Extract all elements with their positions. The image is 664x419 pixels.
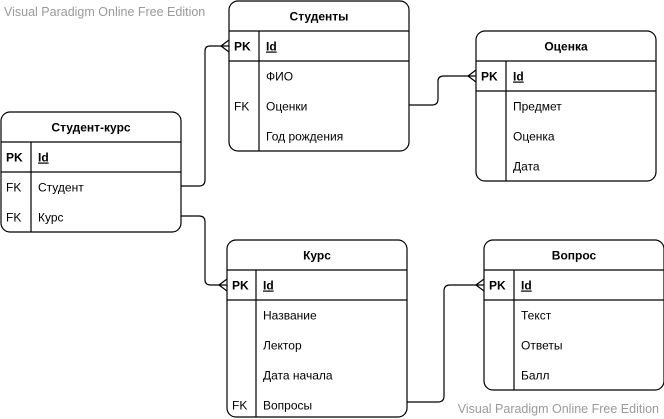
connector-student-course-to-course	[181, 215, 219, 286]
crows-foot-marker	[467, 69, 477, 83]
primary-key-label: PK	[481, 70, 498, 84]
field-name: Дата	[513, 160, 540, 174]
table-box	[228, 0, 410, 152]
table-box	[226, 239, 408, 418]
key-label: FK	[232, 399, 247, 413]
primary-key-label: PK	[6, 151, 23, 165]
field-name: Предмет	[513, 100, 562, 114]
crows-foot-marker	[475, 278, 485, 292]
primary-key-label: PK	[234, 40, 251, 54]
field-name: Оценка	[513, 130, 555, 144]
watermark-top-left: Visual Paradigm Online Free Edition	[4, 5, 205, 19]
key-label: FK	[234, 100, 249, 114]
table-title: Студент-курс	[51, 121, 130, 135]
primary-key-field: Id	[38, 151, 49, 165]
primary-key-label: PK	[232, 279, 249, 293]
connector-course-to-question	[407, 284, 476, 403]
table-box	[483, 239, 664, 391]
relationship-connectors	[181, 39, 485, 403]
primary-key-field: Id	[266, 40, 277, 54]
primary-key-label: PK	[489, 279, 506, 293]
field-name: Вопросы	[263, 399, 312, 413]
connector-students-to-grade	[409, 75, 468, 106]
key-label: FK	[6, 211, 21, 225]
field-name: Студент	[38, 181, 84, 195]
crows-foot-marker	[218, 278, 228, 292]
table-title: Оценка	[544, 40, 588, 54]
watermark-bottom-right: Visual Paradigm Online Free Edition	[458, 402, 659, 416]
field-name: Текст	[521, 309, 552, 323]
primary-key-field: Id	[263, 279, 274, 293]
field-name: Лектор	[263, 339, 302, 353]
crows-foot-marker	[220, 39, 230, 53]
connector-student-course-to-students	[181, 45, 221, 187]
primary-key-field: Id	[521, 279, 532, 293]
primary-key-field: Id	[513, 70, 524, 84]
field-name: Ответы	[521, 339, 562, 353]
field-name: Год рождения	[266, 130, 343, 144]
key-label: FK	[6, 181, 21, 195]
table-title: Вопрос	[552, 249, 597, 263]
field-name: Название	[263, 309, 317, 323]
field-name: Дата начала	[263, 369, 333, 383]
field-name: Оценки	[266, 100, 307, 114]
table-title: Курс	[303, 249, 331, 263]
table-title: Студенты	[290, 10, 349, 24]
field-name: ФИО	[266, 70, 293, 84]
field-name: Балл	[521, 369, 550, 383]
field-name: Курс	[38, 211, 64, 225]
table-box	[475, 30, 657, 182]
